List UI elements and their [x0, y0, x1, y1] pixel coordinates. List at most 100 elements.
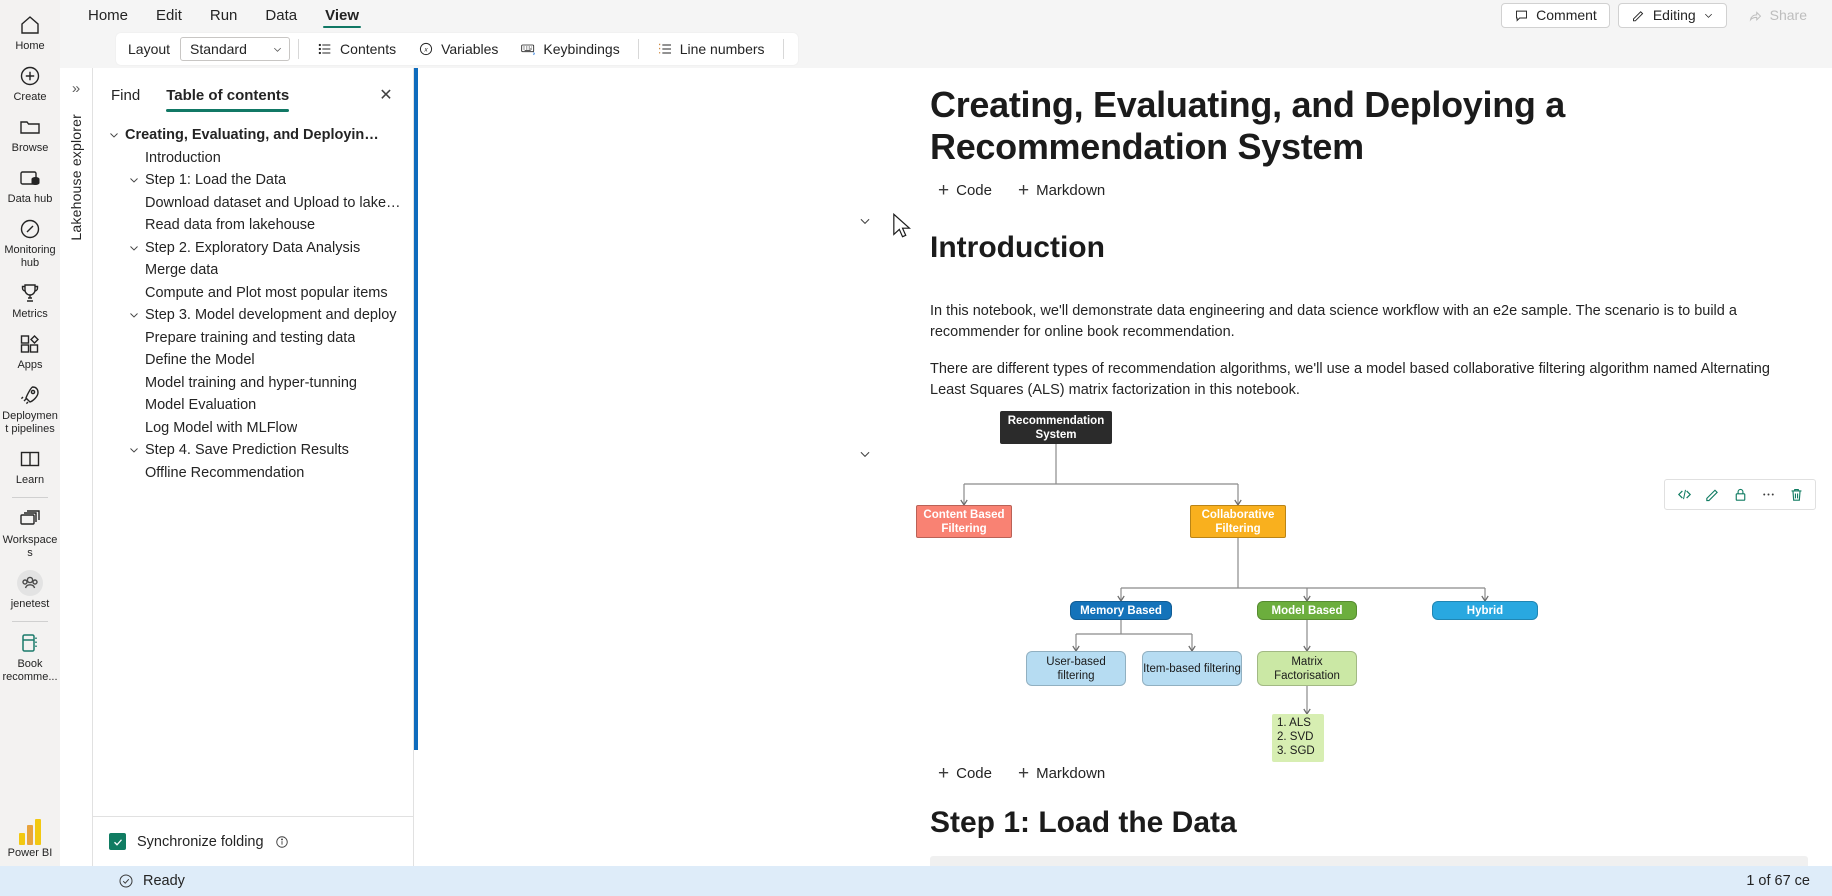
rail-item-home[interactable]: Home — [0, 6, 60, 57]
menu-item-data[interactable]: Data — [265, 6, 298, 24]
home-icon — [17, 12, 43, 38]
notebook-cell-step1[interactable]: Step 1: Load the Data +--- Book-Recommen… — [414, 792, 1832, 866]
code-view-icon[interactable] — [1671, 482, 1697, 507]
diagram-node-label: Model Based — [1271, 604, 1343, 617]
rail-bottom-section: Power BI — [0, 813, 60, 866]
diagram-node-content: Content Based Filtering — [916, 505, 1012, 539]
active-cell-indicator — [414, 68, 418, 750]
toc-item[interactable]: Log Model with MLFlow — [93, 417, 413, 440]
synchronize-folding-checkbox[interactable] — [109, 833, 126, 850]
tab-find[interactable]: Find — [111, 86, 141, 104]
toc-item[interactable]: Step 2. Exploratory Data Analysis — [93, 237, 413, 260]
rail-item-metrics[interactable]: Metrics — [0, 274, 60, 325]
book-open-icon — [17, 446, 43, 472]
checkmark-icon — [113, 838, 122, 846]
chevron-down-icon[interactable] — [103, 129, 125, 141]
menu-item-edit[interactable]: Edit — [156, 6, 182, 24]
expand-panel-button[interactable]: » — [71, 79, 81, 97]
rail-label-learn: Learn — [15, 474, 45, 486]
contents-list-icon — [318, 43, 331, 55]
cell-hover-toolbar — [1664, 479, 1816, 510]
menu-item-home[interactable]: Home — [88, 6, 129, 24]
toc-item[interactable]: Model Evaluation — [93, 394, 413, 417]
toc-item[interactable]: Step 3. Model development and deploy — [93, 304, 413, 327]
rail-item-book-recommendation[interactable]: Book recomme... — [0, 624, 60, 688]
notebook-cell-introduction[interactable]: Introduction — [414, 209, 1832, 792]
line-numbers-button-label: Line numbers — [679, 41, 765, 57]
line-numbers-button[interactable]: Line numbers — [647, 35, 775, 63]
toc-item[interactable]: Download dataset and Upload to lakeh… — [93, 192, 413, 215]
rail-item-workspaces[interactable]: Workspaces — [0, 500, 60, 564]
rail-label-workspaces: Workspaces — [2, 534, 58, 559]
toc-item[interactable]: Merge data — [93, 259, 413, 282]
menu-bar: Home Edit Run Data View Comment Editing — [60, 0, 1832, 30]
add-markdown-label-2: Markdown — [1036, 765, 1106, 783]
chevron-down-icon[interactable] — [123, 242, 145, 254]
menu-item-view[interactable]: View — [311, 0, 373, 30]
layout-select[interactable]: Standard — [180, 37, 291, 61]
comment-icon — [1516, 10, 1528, 22]
rail-label-browse: Browse — [11, 142, 49, 154]
close-icon[interactable]: ✕ — [379, 87, 393, 104]
share-button[interactable]: Share — [1735, 3, 1820, 28]
collapse-cell-caret-introduction[interactable] — [854, 443, 876, 465]
code-cell-output[interactable]: +--- Book-Recommendation-Dataset — [930, 856, 1808, 866]
add-markdown-cell-button[interactable]: + Markdown — [1010, 178, 1113, 203]
add-code-cell-button-2[interactable]: + Code — [930, 761, 1000, 786]
rail-label-data-hub: Data hub — [7, 193, 53, 205]
editing-mode-button[interactable]: Editing — [1617, 2, 1727, 28]
menu-item-run[interactable]: Run — [209, 6, 238, 24]
lakehouse-strip: » Lakehouse explorer — [60, 68, 92, 866]
more-ellipsis-icon[interactable] — [1755, 482, 1781, 507]
toc-item[interactable]: Step 1: Load the Data — [93, 169, 413, 192]
chevron-down-icon[interactable] — [123, 174, 145, 186]
rail-item-create[interactable]: Create — [0, 57, 60, 108]
diagram-node-label: User-based filtering — [1046, 655, 1106, 682]
rail-item-monitoring-hub[interactable]: Monitoring hub — [0, 210, 60, 274]
toc-item[interactable]: Step 4. Save Prediction Results — [93, 439, 413, 462]
ribbon-group: Layout Standard Contents x Variables — [116, 33, 798, 65]
contents-button[interactable]: Contents — [307, 35, 406, 63]
notebook-canvas[interactable]: Creating, Evaluating, and Deploying a Re… — [414, 68, 1832, 866]
chevron-down-icon[interactable] — [123, 309, 145, 321]
tab-table-of-contents[interactable]: Table of contents — [166, 87, 290, 112]
view-ribbon: Layout Standard Contents x Variables — [60, 30, 1832, 68]
lock-icon[interactable] — [1727, 482, 1753, 507]
delete-trash-icon[interactable] — [1783, 482, 1809, 507]
toc-item[interactable]: Compute and Plot most popular items — [93, 282, 413, 305]
rail-item-jenetest[interactable]: jenetest — [0, 564, 60, 615]
rail-item-data-hub[interactable]: Data hub — [0, 159, 60, 210]
toc-item-label: Step 1: Load the Data — [145, 172, 287, 189]
info-icon[interactable] — [275, 835, 289, 849]
variables-button[interactable]: x Variables — [408, 35, 508, 63]
add-markdown-cell-button-2[interactable]: + Markdown — [1010, 761, 1113, 786]
line-numbers-icon — [658, 43, 671, 54]
diagram-node-memory: Memory Based — [1070, 601, 1172, 621]
lakehouse-explorer-tab[interactable]: Lakehouse explorer — [68, 114, 84, 241]
toc-item[interactable]: Model training and hyper-tunning — [93, 372, 413, 395]
toc-item[interactable]: Read data from lakehouse — [93, 214, 413, 237]
people-group-icon — [17, 570, 43, 596]
collapse-cell-caret-title[interactable] — [854, 210, 876, 232]
toc-item[interactable]: Prepare training and testing data — [93, 327, 413, 350]
rail-item-learn[interactable]: Learn — [0, 440, 60, 491]
add-code-cell-button[interactable]: + Code — [930, 178, 1000, 203]
toc-item[interactable]: Offline Recommendation — [93, 462, 413, 485]
toc-item[interactable]: Creating, Evaluating, and Deployin… — [93, 124, 413, 147]
chevron-down-icon[interactable] — [123, 444, 145, 456]
rail-item-apps[interactable]: Apps — [0, 325, 60, 376]
status-ready-icon — [119, 874, 133, 888]
comment-button[interactable]: Comment — [1501, 2, 1610, 28]
edit-pencil-icon[interactable] — [1699, 482, 1725, 507]
rail-item-browse[interactable]: Browse — [0, 108, 60, 159]
add-code-label-2: Code — [956, 765, 992, 783]
toc-item[interactable]: Define the Model — [93, 349, 413, 372]
intro-paragraph-1: In this notebook, we'll demonstrate data… — [930, 303, 1737, 341]
trophy-icon — [17, 280, 43, 306]
rail-item-deployment-pipelines[interactable]: Deployment pipelines — [0, 376, 60, 440]
toc-item[interactable]: Introduction — [93, 147, 413, 170]
rail-item-power-bi[interactable]: Power BI — [0, 813, 60, 864]
keybindings-button[interactable]: Keybindings — [510, 35, 629, 63]
workspaces-stack-icon — [17, 506, 43, 532]
notebook-cell-title[interactable]: Creating, Evaluating, and Deploying a Re… — [414, 68, 1832, 225]
